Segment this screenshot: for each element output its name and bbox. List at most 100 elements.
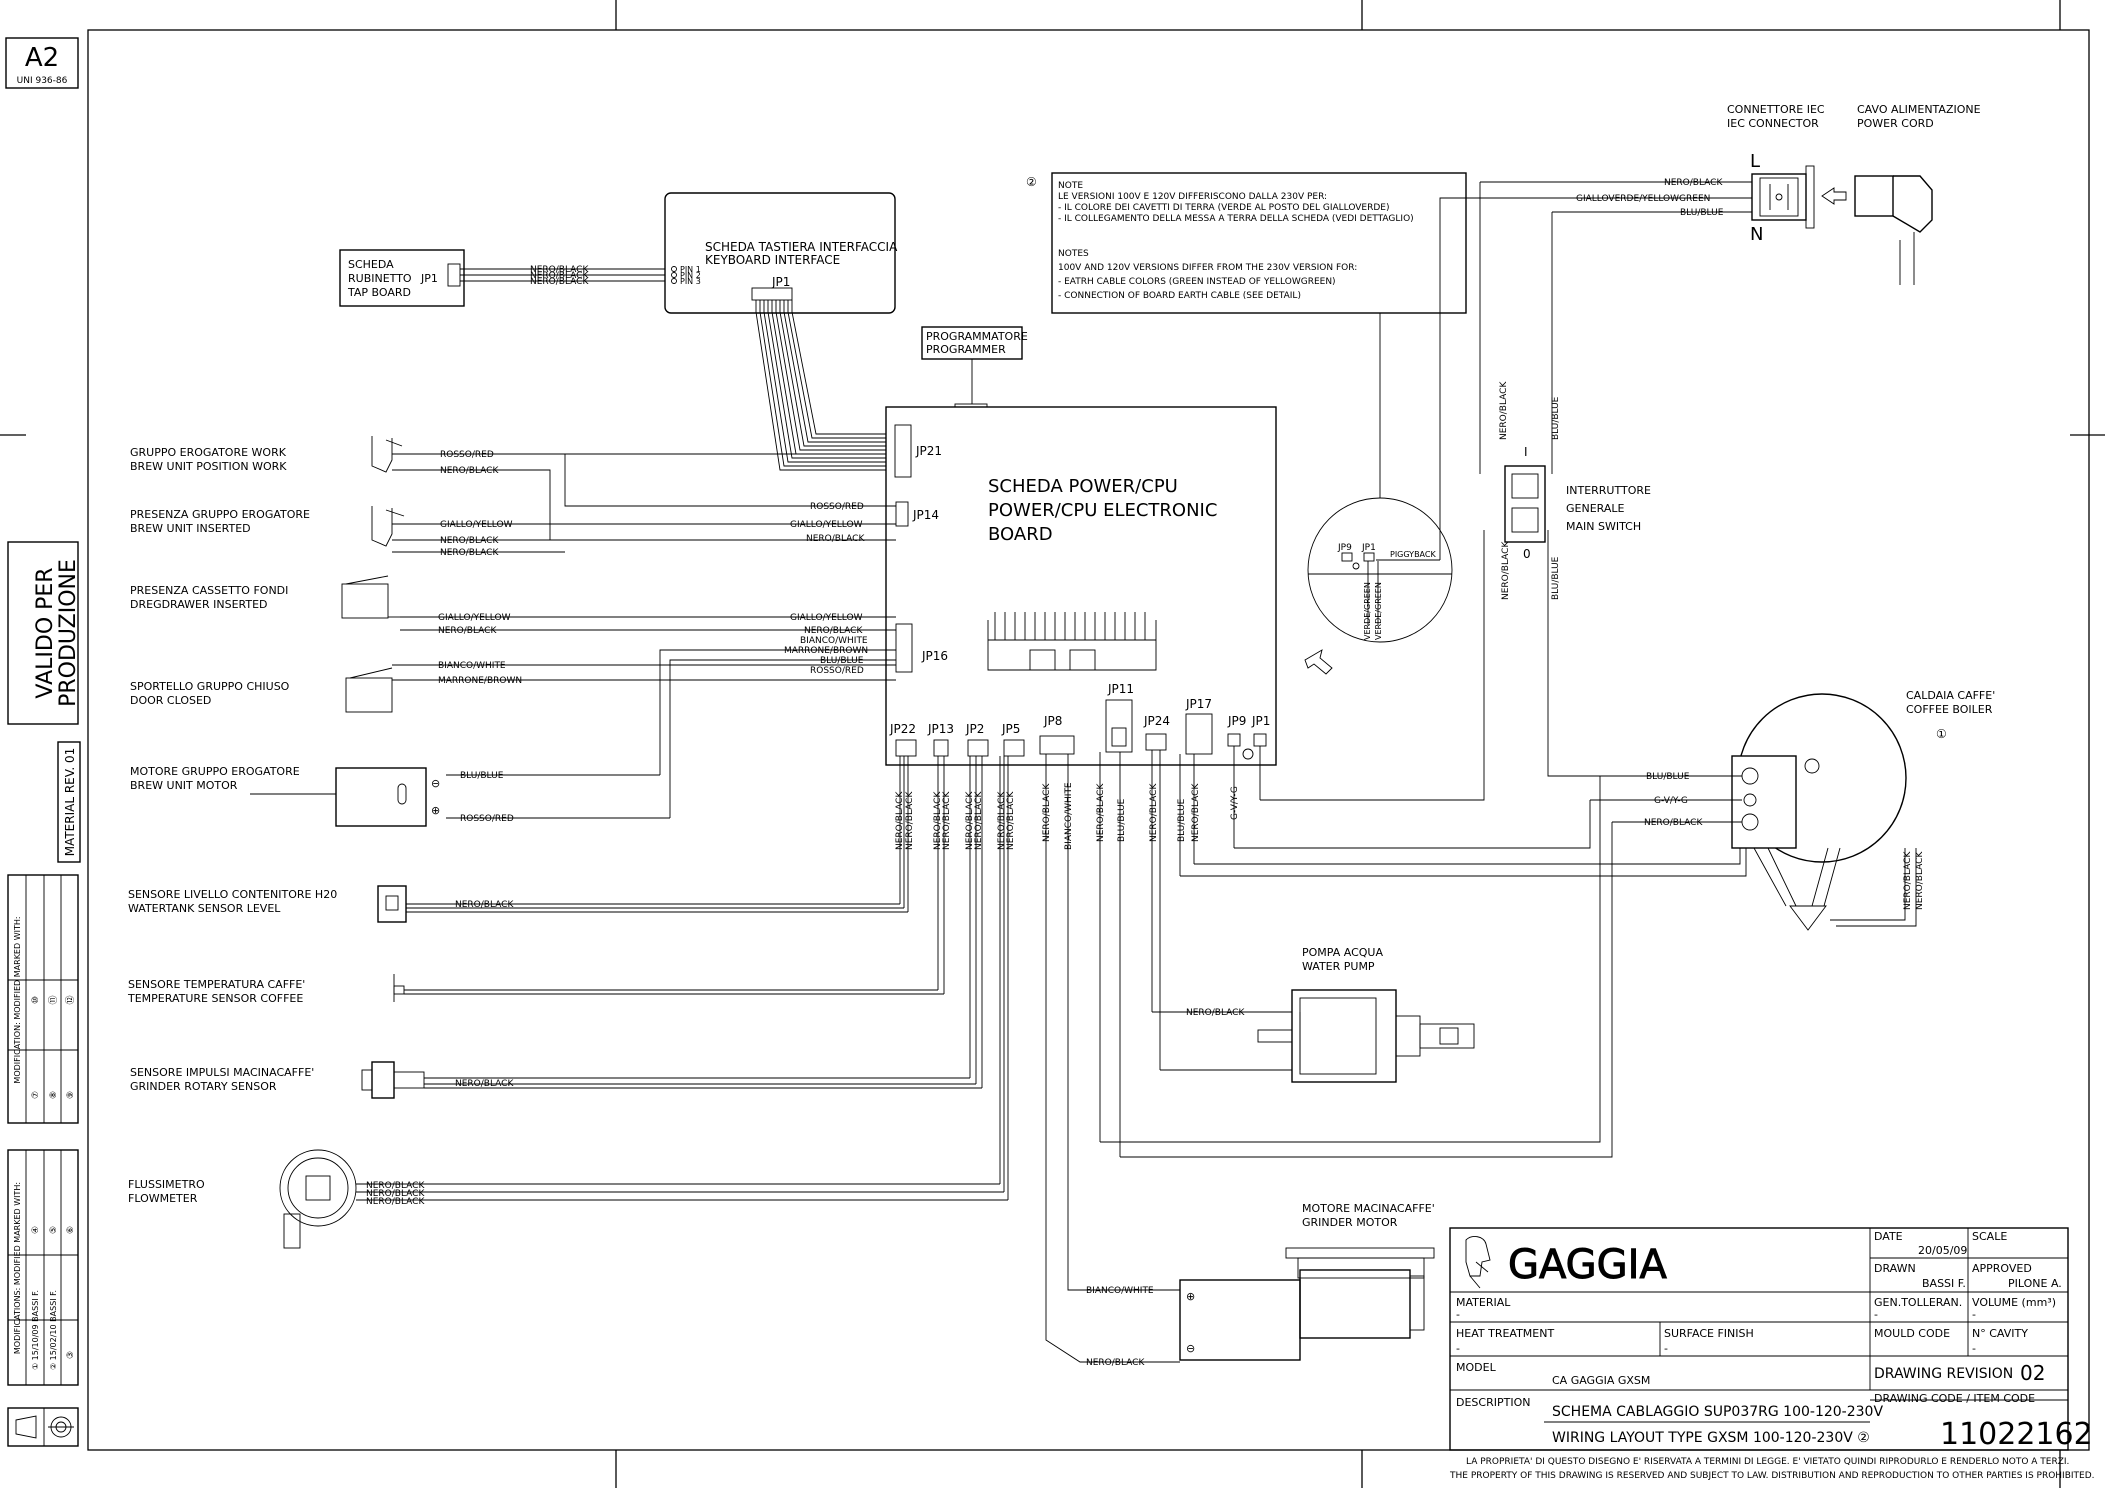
switch-label-3: MAIN SWITCH: [1566, 520, 1641, 533]
brew-inserted-label-1: PRESENZA GRUPPO EROGATORE: [130, 508, 310, 521]
brew-work-label-2: BREW UNIT POSITION WORK: [130, 460, 287, 473]
brand-name: GAGGIA: [1508, 1242, 1667, 1288]
detail-pointer-arrow-icon: [1304, 649, 1333, 675]
door-label-1: SPORTELLO GRUPPO CHIUSO: [130, 680, 290, 693]
material-revision-box: MATERIAL REV. 01: [57, 741, 81, 863]
material-label: MATERIAL: [1456, 1296, 1511, 1309]
mod-table-1-title: MODIFICATION: MODIFIED MARKED WITH:: [13, 916, 22, 1083]
wire-label-jp16-white: BIANCO/WHITE: [800, 636, 868, 646]
wire-label-mains-gv: GIALLOVERDE/YELLOWGREEN: [1576, 194, 1710, 204]
temp-sensor-label-2: TEMPERATURE SENSOR COFFEE: [127, 992, 303, 1005]
dregdrawer-label-1: PRESENZA CASSETTO FONDI: [130, 584, 288, 597]
description-line-2: WIRING LAYOUT TYPE GXSM 100-120-230V ②: [1552, 1430, 1870, 1446]
modification-table-1: MODIFICATION: MODIFIED MARKED WITH: ⑦ ⑧ …: [7, 874, 79, 1124]
wire-label-jp17-blue: BLU/BLUE: [1177, 798, 1187, 842]
brew-motor-label-2: BREW UNIT MOTOR: [130, 779, 238, 792]
brew-unit-motor: MOTORE GRUPPO EROGATORE BREW UNIT MOTOR …: [130, 765, 670, 827]
iec-N: N: [1750, 224, 1763, 245]
wire-label-jp14-yellow: GIALLO/YELLOW: [790, 520, 863, 530]
brew-unit-inserted-switch: PRESENZA GRUPPO EROGATORE BREW UNIT INSE…: [130, 506, 565, 558]
coffee-boiler: CALDAIA CAFFE' COFFEE BOILER ① NERO/BLAC…: [1731, 689, 1995, 931]
temperature-sensor: SENSORE TEMPERATURA CAFFE' TEMPERATURE S…: [127, 974, 944, 1005]
power-cord-label-1: CAVO ALIMENTAZIONE: [1857, 103, 1981, 116]
jp14-wires: ROSSO/RED GIALLO/YELLOW NERO/BLACK: [520, 502, 896, 544]
programmer-label-2: PROGRAMMER: [926, 343, 1006, 356]
brew-inserted-label-2: BREW UNIT INSERTED: [130, 522, 251, 535]
keyboard-flat-cable: [755, 300, 895, 471]
wire-label-flow-1: NERO/BLACK: [366, 1181, 425, 1191]
wire-label-jp14-red: ROSSO/RED: [810, 502, 864, 512]
mould-label: MOULD CODE: [1874, 1327, 1950, 1340]
material-dash: -: [1456, 1308, 1460, 1321]
grinder-motor: MOTORE MACINACAFFE' GRINDER MOTOR ⊕ ⊖ BI…: [1045, 1202, 1435, 1368]
mains-wires: NERO/BLACK GIALLOVERDE/YELLOWGREEN BLU/B…: [1439, 178, 1752, 777]
drawn-value: BASSI F.: [1922, 1277, 1966, 1290]
wire-label-jp5-1: NERO/BLACK: [997, 791, 1007, 850]
valid-label-line2: PRODUZIONE: [56, 559, 81, 707]
footer-line-2: THE PROPERTY OF THIS DRAWING IS RESERVED…: [1449, 1471, 2095, 1481]
mod-row-11: ⑪: [48, 995, 59, 1004]
wire-label-tap-1: NERO/BLACK: [530, 265, 589, 275]
note-line-1: NOTE: [1058, 181, 1083, 191]
detail-piggyback: PIGGYBACK: [1390, 550, 1436, 559]
description-line-1: SCHEMA CABLAGGIO SUP037RG 100-120-230V: [1552, 1404, 1883, 1420]
approved-label: APPROVED: [1972, 1262, 2032, 1275]
wire-label-jp16-blue: BLU/BLUE: [820, 656, 864, 666]
wire-label-water-black: NERO/BLACK: [455, 900, 514, 910]
projection-symbol-icon: [7, 1407, 79, 1447]
iec-label-2: IEC CONNECTOR: [1727, 117, 1819, 130]
wire-label-mains-blue: BLU/BLUE: [1680, 208, 1724, 218]
jp21-label: JP21: [915, 444, 942, 458]
mod-row-9: ⑨: [66, 1091, 76, 1099]
pump-label-2: WATER PUMP: [1302, 960, 1375, 973]
programmer-connector: PROGRAMMATORE PROGRAMMER: [921, 326, 1028, 419]
note-marker: ②: [1026, 175, 1037, 189]
jp1-label: JP1: [1251, 714, 1270, 728]
jp17-label: JP17: [1185, 697, 1212, 711]
format-box: A2 UNI 936-86: [5, 37, 79, 89]
keyboard-label-1: SCHEDA TASTIERA INTERFACCIA: [705, 240, 898, 254]
wire-label-jp8-white: BIANCO/WHITE: [1064, 782, 1074, 850]
wire-label-jp2-1: NERO/BLACK: [965, 791, 975, 850]
dregdrawer-switch: PRESENZA CASSETTO FONDI DREGDRAWER INSER…: [130, 575, 896, 636]
detail-jp9: JP9: [1337, 543, 1352, 553]
motor-minus: ⊖: [431, 777, 440, 790]
drawing-code: 11022162: [1940, 1417, 2093, 1452]
jp9-label: JP9: [1227, 714, 1246, 728]
keyboard-interface-board: SCHEDA TASTIERA INTERFACCIA KEYBOARD INT…: [664, 192, 898, 314]
wire-label-dreg-black: NERO/BLACK: [438, 626, 497, 636]
switch-I: I: [1524, 445, 1528, 459]
detail-verde-2: VERDE/GREEN: [1374, 582, 1383, 640]
format-standard: UNI 936-86: [17, 76, 68, 86]
wire-label-flow-3: NERO/BLACK: [366, 1197, 425, 1207]
wire-label-door-white: BIANCO/WHITE: [438, 661, 506, 671]
grinder-rotary-sensor: SENSORE IMPULSI MACINACAFFE' GRINDER ROT…: [130, 1061, 976, 1099]
switch-label-1: INTERRUTTORE: [1566, 484, 1651, 497]
wire-label-switch-out-black: NERO/BLACK: [1501, 541, 1511, 600]
note-line-6: NOTES: [1058, 249, 1089, 259]
watertank-sensor: SENSORE LIVELLO CONTENITORE H20 WATERTAN…: [128, 885, 904, 923]
wire-label-boiler-blue: BLU/BLUE: [1646, 772, 1690, 782]
wire-label-grinder-motor-black: NERO/BLACK: [1086, 1358, 1145, 1368]
drawn-label: DRAWN: [1874, 1262, 1916, 1275]
note-line-7: 100V AND 120V VERSIONS DIFFER FROM THE 2…: [1058, 263, 1357, 273]
wire-label-switch-in-blue: BLU/BLUE: [1551, 396, 1561, 440]
gaggia-logo: GAGGIA: [1465, 1236, 1668, 1289]
wire-label-flow-2: NERO/BLACK: [366, 1189, 425, 1199]
wire-label-tap-3: NERO/BLACK: [530, 277, 589, 287]
iec-label-1: CONNETTORE IEC: [1727, 103, 1825, 116]
boiler-label-1: CALDAIA CAFFE': [1906, 689, 1995, 702]
tap-board-wires: NERO/BLACK NERO/BLACK NERO/BLACK: [460, 265, 670, 287]
dregdrawer-label-2: DREGDRAWER INSERTED: [130, 598, 268, 611]
wire-label-tap-2: NERO/BLACK: [530, 271, 589, 281]
wire-label-jp5-2: NERO/BLACK: [1006, 791, 1016, 850]
model-value: CA GAGGIA GXSM: [1552, 1374, 1650, 1387]
mod-table-2-title: MODIFICATIONS: MODIFIED MARKED WITH:: [13, 1182, 22, 1354]
power-board-label-3: BOARD: [988, 524, 1053, 545]
water-pump: POMPA ACQUA WATER PUMP: [1257, 946, 1475, 1083]
wire-label-boiler-black-1: NERO/BLACK: [1903, 851, 1913, 910]
heatsink-icon: [987, 612, 1157, 671]
flowmeter-label-2: FLOWMETER: [128, 1192, 198, 1205]
boiler-wires: BLU/BLUE G-V/Y-G NERO/BLACK: [1590, 772, 1742, 828]
grinder-motor-label-2: GRINDER MOTOR: [1302, 1216, 1398, 1229]
